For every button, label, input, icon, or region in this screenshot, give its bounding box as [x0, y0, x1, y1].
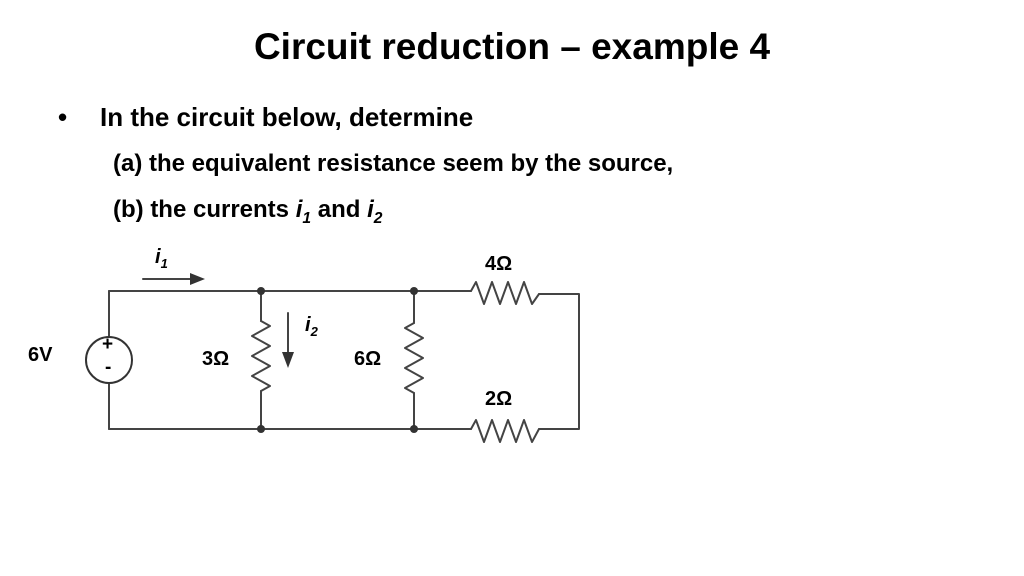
wire-top-right	[538, 293, 580, 430]
current-i2-label: i2	[305, 314, 318, 339]
resistor-2ohm-label: 2Ω	[485, 388, 513, 410]
source-plus-sign: +	[102, 334, 114, 355]
resistor-3ohm	[251, 320, 271, 392]
bullet-symbol: •	[58, 102, 68, 132]
node-top-6ohm	[410, 287, 418, 295]
node-bottom-3ohm	[257, 425, 265, 433]
current-i1-label: i1	[155, 246, 168, 271]
node-top-3ohm	[257, 287, 265, 295]
bullet-item: • In the circuit below, determine	[58, 102, 473, 133]
sub-b-var1: i1	[295, 196, 312, 227]
sub-b-prefix: (b) the currents	[113, 196, 296, 223]
current-i2-arrowhead	[282, 352, 294, 368]
sub-b-conj: and	[311, 196, 368, 223]
sub-item-b: (b) the currents i1 and i2	[113, 196, 382, 228]
node-bottom-6ohm	[410, 425, 418, 433]
voltage-source	[85, 336, 133, 384]
resistor-2ohm	[470, 419, 540, 443]
bullet-text: In the circuit below, determine	[100, 102, 474, 132]
resistor-3ohm-label: 3Ω	[202, 348, 230, 370]
source-voltage-label: 6V	[28, 344, 53, 366]
resistor-6ohm	[404, 322, 424, 394]
current-i1-arrowhead	[190, 273, 205, 285]
resistor-4ohm-label: 4Ω	[485, 253, 513, 275]
sub-b-var2: i2	[367, 196, 383, 227]
resistor-6ohm-label: 6Ω	[354, 348, 382, 370]
resistor-4ohm	[470, 281, 540, 305]
source-minus-sign: -	[105, 357, 112, 378]
slide-title: Circuit reduction – example 4	[253, 26, 771, 67]
sub-item-a: (a) the equivalent resistance seem by th…	[113, 150, 674, 177]
